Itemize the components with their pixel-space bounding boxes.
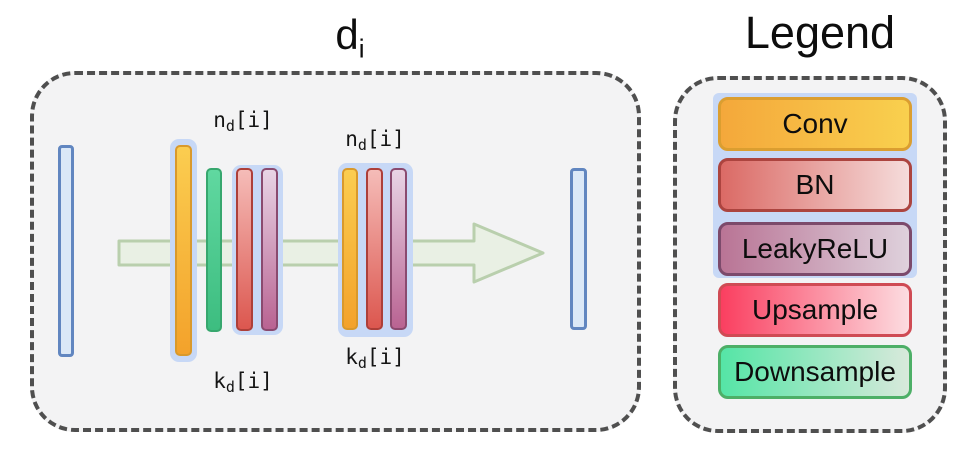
label-base: k: [213, 369, 226, 393]
legend-item-upsample: Upsample: [718, 283, 912, 337]
legend-item-label: Downsample: [734, 356, 896, 387]
bn-bar: [236, 168, 253, 331]
label-sub: d: [225, 378, 235, 397]
diagram-title: di: [300, 11, 400, 64]
diagram-title-base: d: [335, 11, 359, 58]
legend-title: Legend: [744, 7, 896, 58]
bn-bar: [366, 168, 383, 330]
label-base: n: [345, 127, 358, 151]
label-base: n: [213, 108, 226, 132]
downsample-bar: [206, 168, 222, 332]
input-tensor-bar: [58, 145, 74, 357]
legend-item-label: Upsample: [751, 294, 879, 325]
leakyrelu-bar: [390, 168, 407, 330]
diagram-title-subscript: i: [358, 33, 365, 64]
group1-kernel-label: kd[i]: [193, 369, 293, 396]
legend-item-label: LeakyReLU: [741, 233, 889, 264]
label-sub: d: [357, 136, 367, 155]
leakyrelu-bar: [261, 168, 278, 331]
group2-filters-label: nd[i]: [325, 127, 425, 154]
legend-box: Conv BN LeakyReLU Upsample Downsample: [673, 76, 947, 433]
conv-bar: [342, 168, 358, 330]
label-sub: d: [225, 117, 235, 136]
legend-item-conv: Conv: [718, 97, 912, 151]
legend-item-leakyrelu: LeakyReLU: [718, 222, 912, 276]
group2-kernel-label: kd[i]: [325, 345, 425, 372]
label-suffix: [i]: [366, 127, 405, 151]
legend-item-bn: BN: [718, 158, 912, 212]
legend-item-label: BN: [795, 169, 835, 200]
label-suffix: [i]: [234, 369, 273, 393]
group1-filters-label: nd[i]: [193, 108, 293, 135]
legend-item-label: Conv: [782, 108, 848, 139]
conv-bar: [175, 145, 192, 356]
label-suffix: [i]: [366, 345, 405, 369]
output-tensor-bar: [570, 168, 587, 330]
label-suffix: [i]: [234, 108, 273, 132]
legend-item-downsample: Downsample: [718, 345, 912, 399]
label-base: k: [345, 345, 358, 369]
diagram-block-box: nd[i] kd[i] nd[i] kd[i]: [30, 71, 641, 432]
label-sub: d: [357, 354, 367, 373]
